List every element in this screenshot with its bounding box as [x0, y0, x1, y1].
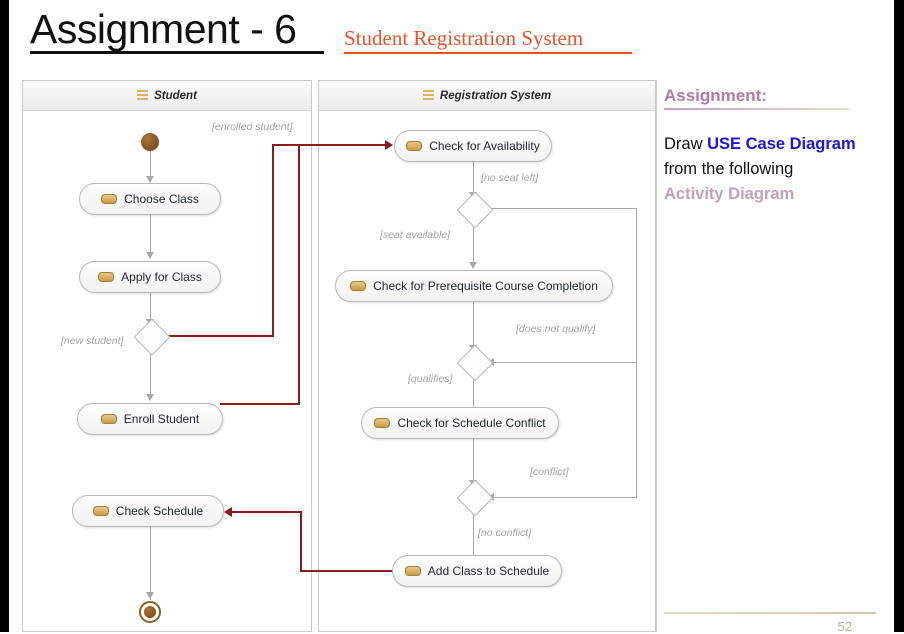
flow-decision-to-enroll: [150, 348, 151, 396]
red-flow-addclass-h2: [232, 511, 302, 513]
swimlane-student-header: Student: [23, 81, 311, 111]
guard-enrolled-student: [enrolled student]: [212, 121, 293, 133]
swimlane-registration-system-label: Registration System: [439, 89, 552, 102]
activity-icon: [98, 272, 115, 282]
subtitle-underline: [344, 52, 632, 54]
page-number: 52: [837, 619, 852, 634]
activity-check-schedule[interactable]: Check Schedule: [72, 495, 224, 527]
activity-diagram: Student Registration System Choose Class…: [22, 80, 656, 632]
activity-add-class-to-schedule-label: Add Class to Schedule: [427, 564, 550, 578]
film-edge-right: [894, 0, 904, 632]
final-node: [139, 601, 161, 623]
activity-icon: [404, 566, 421, 576]
activity-add-class-to-schedule[interactable]: Add Class to Schedule: [392, 555, 562, 587]
red-flow-addclass-v: [300, 511, 302, 572]
red-flow-enrolled-h2: [272, 144, 386, 146]
arrowhead-down: [146, 252, 154, 259]
assignment-panel: Assignment: Draw USE Case Diagram from t…: [656, 80, 894, 634]
arrowhead-down: [146, 394, 154, 401]
title-underline: [30, 51, 324, 54]
swimlane-student-label: Student: [154, 89, 197, 102]
activity-apply-for-class-label: Apply for Class: [121, 270, 202, 284]
flow-check-schedule-to-final: [150, 527, 151, 600]
guard-qualifies: [qualifies]: [408, 373, 453, 385]
loop-no-seat-left-vert: [636, 208, 637, 362]
flow-prerequisite-to-decision: [473, 302, 474, 347]
guard-no-seat-left: [no seat left]: [481, 172, 539, 184]
flow-apply-to-decision: [150, 293, 151, 321]
film-edge-left: [0, 0, 9, 632]
activity-icon: [374, 418, 391, 428]
initial-node: [141, 133, 159, 151]
guard-seat-available: [seat available]: [380, 229, 451, 241]
loop-does-not-qualify-bottom: [494, 497, 637, 498]
activity-choose-class-label: Choose Class: [124, 192, 199, 206]
red-flow-enroll-v: [298, 144, 300, 405]
activity-icon: [406, 141, 423, 151]
activity-apply-for-class[interactable]: Apply for Class: [79, 261, 221, 293]
red-flow-enrolled-v: [272, 144, 274, 337]
assignment-panel-body: Draw USE Case Diagram from the following…: [664, 132, 892, 207]
guard-conflict: [conflict]: [530, 466, 569, 478]
flow-decision-to-conflict-check: [473, 374, 474, 410]
assignment-title-underline: [664, 108, 849, 110]
activity-choose-class[interactable]: Choose Class: [79, 183, 221, 215]
assignment-line3: Activity Diagram: [664, 185, 795, 203]
arrowhead-down: [146, 176, 154, 183]
assignment-line1-prefix: Draw: [664, 135, 708, 153]
loop-does-not-qualify-vert: [636, 362, 637, 497]
panel-divider: [656, 80, 657, 632]
arrowhead-down: [469, 262, 477, 269]
activity-icon: [350, 281, 367, 291]
guard-does-not-qualify: [does not qualify]: [516, 323, 596, 335]
swimlane-icon: [422, 90, 434, 101]
loop-no-seat-left-bottom: [494, 362, 637, 363]
swimlane-registration-system: Registration System: [318, 80, 656, 632]
swimlane-icon: [137, 90, 149, 101]
assignment-line2: from the following: [664, 160, 794, 178]
activity-check-prerequisite[interactable]: Check for Prerequisite Course Completion: [335, 270, 613, 302]
activity-enroll-student-label: Enroll Student: [123, 412, 200, 426]
activity-check-schedule-label: Check Schedule: [115, 504, 204, 518]
activity-check-for-availability-label: Check for Availability: [429, 139, 540, 153]
swimlane-student: Student: [22, 80, 312, 632]
flow-decision-to-add-class: [473, 509, 474, 559]
activity-icon: [100, 414, 117, 424]
assignment-panel-title: Assignment:: [664, 86, 767, 105]
activity-icon: [101, 194, 118, 204]
flow-conflict-check-to-decision: [473, 439, 474, 483]
page-subtitle: Student Registration System: [344, 26, 584, 50]
red-flow-addclass-h: [300, 570, 394, 572]
flow-initial-to-choose: [150, 151, 151, 178]
activity-check-for-availability[interactable]: Check for Availability: [394, 130, 552, 162]
activity-check-schedule-conflict[interactable]: Check for Schedule Conflict: [361, 407, 559, 439]
activity-enroll-student[interactable]: Enroll Student: [77, 403, 223, 435]
assignment-line1-emphasis: USE Case Diagram: [707, 135, 856, 153]
swimlane-registration-system-header: Registration System: [319, 81, 655, 111]
red-flow-enroll-h: [220, 403, 300, 405]
arrowhead-left: [224, 507, 232, 517]
arrowhead-right: [385, 140, 393, 150]
guard-new-student: [new student]: [61, 335, 124, 347]
panel-footer-rule: [664, 612, 876, 614]
arrowhead-down: [146, 592, 154, 599]
red-flow-enrolled-h1: [160, 335, 274, 337]
flow-choose-to-apply: [150, 215, 151, 253]
page-title: Assignment - 6: [30, 6, 297, 52]
guard-no-conflict: [no conflict]: [478, 527, 532, 539]
flow-availability-to-decision: [473, 162, 474, 194]
activity-check-prerequisite-label: Check for Prerequisite Course Completion: [373, 279, 598, 293]
flow-decision-to-prerequisite: [473, 221, 474, 265]
slide-header: Assignment - 6 Student Registration Syst…: [22, 4, 882, 66]
loop-no-seat-left-top: [486, 208, 636, 209]
activity-icon: [92, 506, 109, 516]
activity-check-schedule-conflict-label: Check for Schedule Conflict: [397, 416, 546, 430]
